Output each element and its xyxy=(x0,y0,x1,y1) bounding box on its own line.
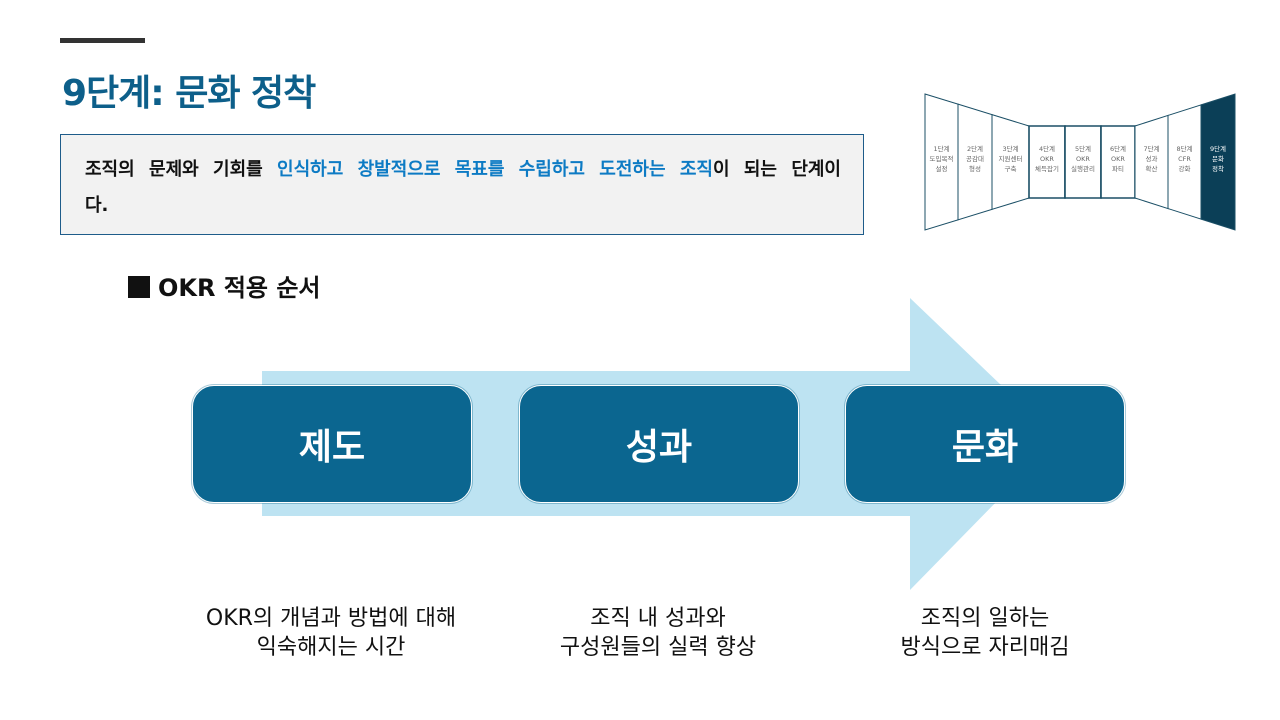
stage-label: 지원센터 xyxy=(999,154,1023,163)
stage-label: 확산 xyxy=(1146,164,1158,173)
desc-line: 구성원들의 실력 향상 xyxy=(559,635,757,660)
desc-line: 조직의 일하는 xyxy=(920,606,1050,631)
flow-step-description: OKR의 개념과 방법에 대해 익숙해지는 시간 xyxy=(166,604,496,662)
stage-label: 8단계 xyxy=(1176,144,1192,153)
stage-label: 형성 xyxy=(969,164,981,173)
stage-label: 6단계 xyxy=(1110,144,1126,153)
section-heading: OKR 적용 순서 xyxy=(128,268,321,303)
desc-line: OKR의 개념과 방법에 대해 xyxy=(205,606,457,631)
stage-label: OKR xyxy=(1111,155,1125,163)
stage-label: 2단계 xyxy=(967,144,983,153)
summary-text-part2: 이 되는 단계이다. xyxy=(85,159,841,216)
stage-label: CFR xyxy=(1178,155,1191,163)
flow-step-culture: 문화 xyxy=(845,385,1125,503)
top-accent-bar xyxy=(60,38,145,43)
stage-label: 구축 xyxy=(1005,164,1017,173)
stage-label: 실행관리 xyxy=(1071,164,1095,173)
square-bullet-icon xyxy=(128,276,150,298)
stage-label: 강화 xyxy=(1179,164,1191,173)
stage-label: 1단계 xyxy=(933,144,949,153)
summary-text-part1: 조직의 문제와 기회를 xyxy=(85,159,278,180)
desc-line: 익숙해지는 시간 xyxy=(256,635,406,660)
stage-label: 4단계 xyxy=(1039,144,1055,153)
flow-step-description: 조직 내 성과와 구성원들의 실력 향상 xyxy=(493,604,823,662)
stage-label: 7단계 xyxy=(1143,144,1159,153)
stage-label: 파티 xyxy=(1112,164,1124,173)
summary-text: 조직의 문제와 기회를 인식하고 창발적으로 목표를 수립하고 도전하는 조직이… xyxy=(85,152,841,224)
stage-label: 문화 xyxy=(1212,155,1224,163)
stage-label: 성과 xyxy=(1146,154,1158,163)
stage-label: OKR xyxy=(1040,155,1054,163)
flow-step-institution: 제도 xyxy=(192,385,472,503)
stage-label: 설정 xyxy=(936,164,948,173)
page-title: 9단계: 문화 정착 xyxy=(62,73,316,114)
stage-progress-diagram: 1단계도입목적설정2단계공감대형성3단계지원센터구축4단계OKR체득잡기5단계O… xyxy=(924,93,1236,231)
stage-label: 9단계 xyxy=(1210,144,1226,153)
stage-label: 공감대 xyxy=(966,155,984,163)
desc-line: 조직 내 성과와 xyxy=(590,606,726,631)
stage-label: 도입목적 xyxy=(930,155,954,163)
stage-label: 5단계 xyxy=(1075,144,1091,153)
stage-label: OKR xyxy=(1076,155,1090,163)
stage-label: 정착 xyxy=(1212,164,1224,173)
flow-step-performance: 성과 xyxy=(519,385,799,503)
flow-step-description: 조직의 일하는 방식으로 자리매김 xyxy=(820,604,1150,662)
stage-cell xyxy=(1200,93,1236,231)
section-heading-text: OKR 적용 순서 xyxy=(158,274,321,302)
summary-box: 조직의 문제와 기회를 인식하고 창발적으로 목표를 수립하고 도전하는 조직이… xyxy=(60,134,864,235)
desc-line: 방식으로 자리매김 xyxy=(900,635,1070,660)
stage-label: 3단계 xyxy=(1002,144,1018,153)
stage-label: 체득잡기 xyxy=(1035,164,1059,173)
summary-highlight: 인식하고 창발적으로 목표를 수립하고 도전하는 조직 xyxy=(277,159,713,180)
